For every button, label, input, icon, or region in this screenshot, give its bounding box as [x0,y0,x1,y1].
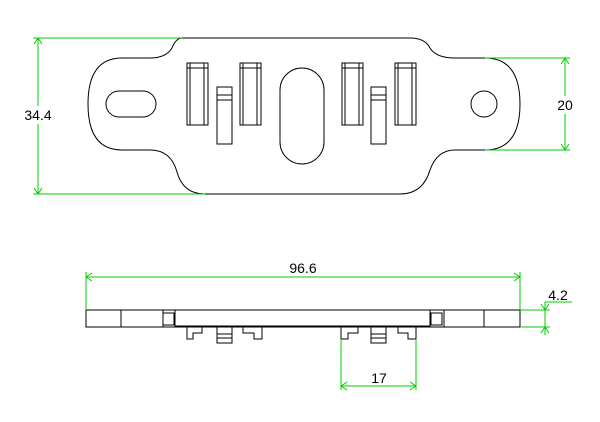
right-clip-group [341,62,417,145]
left-clip-group [186,62,262,145]
dimension-hole-spacing: 20 [485,57,580,151]
dimension-overall-height: 34.4 [18,37,205,195]
top-view: 34.4 20 [18,37,580,195]
dimension-overall-length: 96.6 [85,260,521,310]
side-plate [85,309,521,328]
side-left-clips [186,326,263,344]
clip-spacing-label: 17 [371,370,387,386]
overall-length-label: 96.6 [289,260,316,276]
center-slot [279,67,325,165]
dimension-thickness: 4.2 [520,287,572,335]
plate-outline [87,37,521,195]
side-view: 96.6 4.2 17 [85,260,572,391]
thickness-label: 4.2 [548,287,568,303]
overall-height-label: 34.4 [24,107,51,123]
side-right-clips [340,326,417,344]
dimension-clip-spacing: 17 [340,339,417,391]
right-mounting-hole [470,90,498,118]
left-mounting-slot [105,90,157,118]
hole-spacing-label: 20 [557,97,573,113]
